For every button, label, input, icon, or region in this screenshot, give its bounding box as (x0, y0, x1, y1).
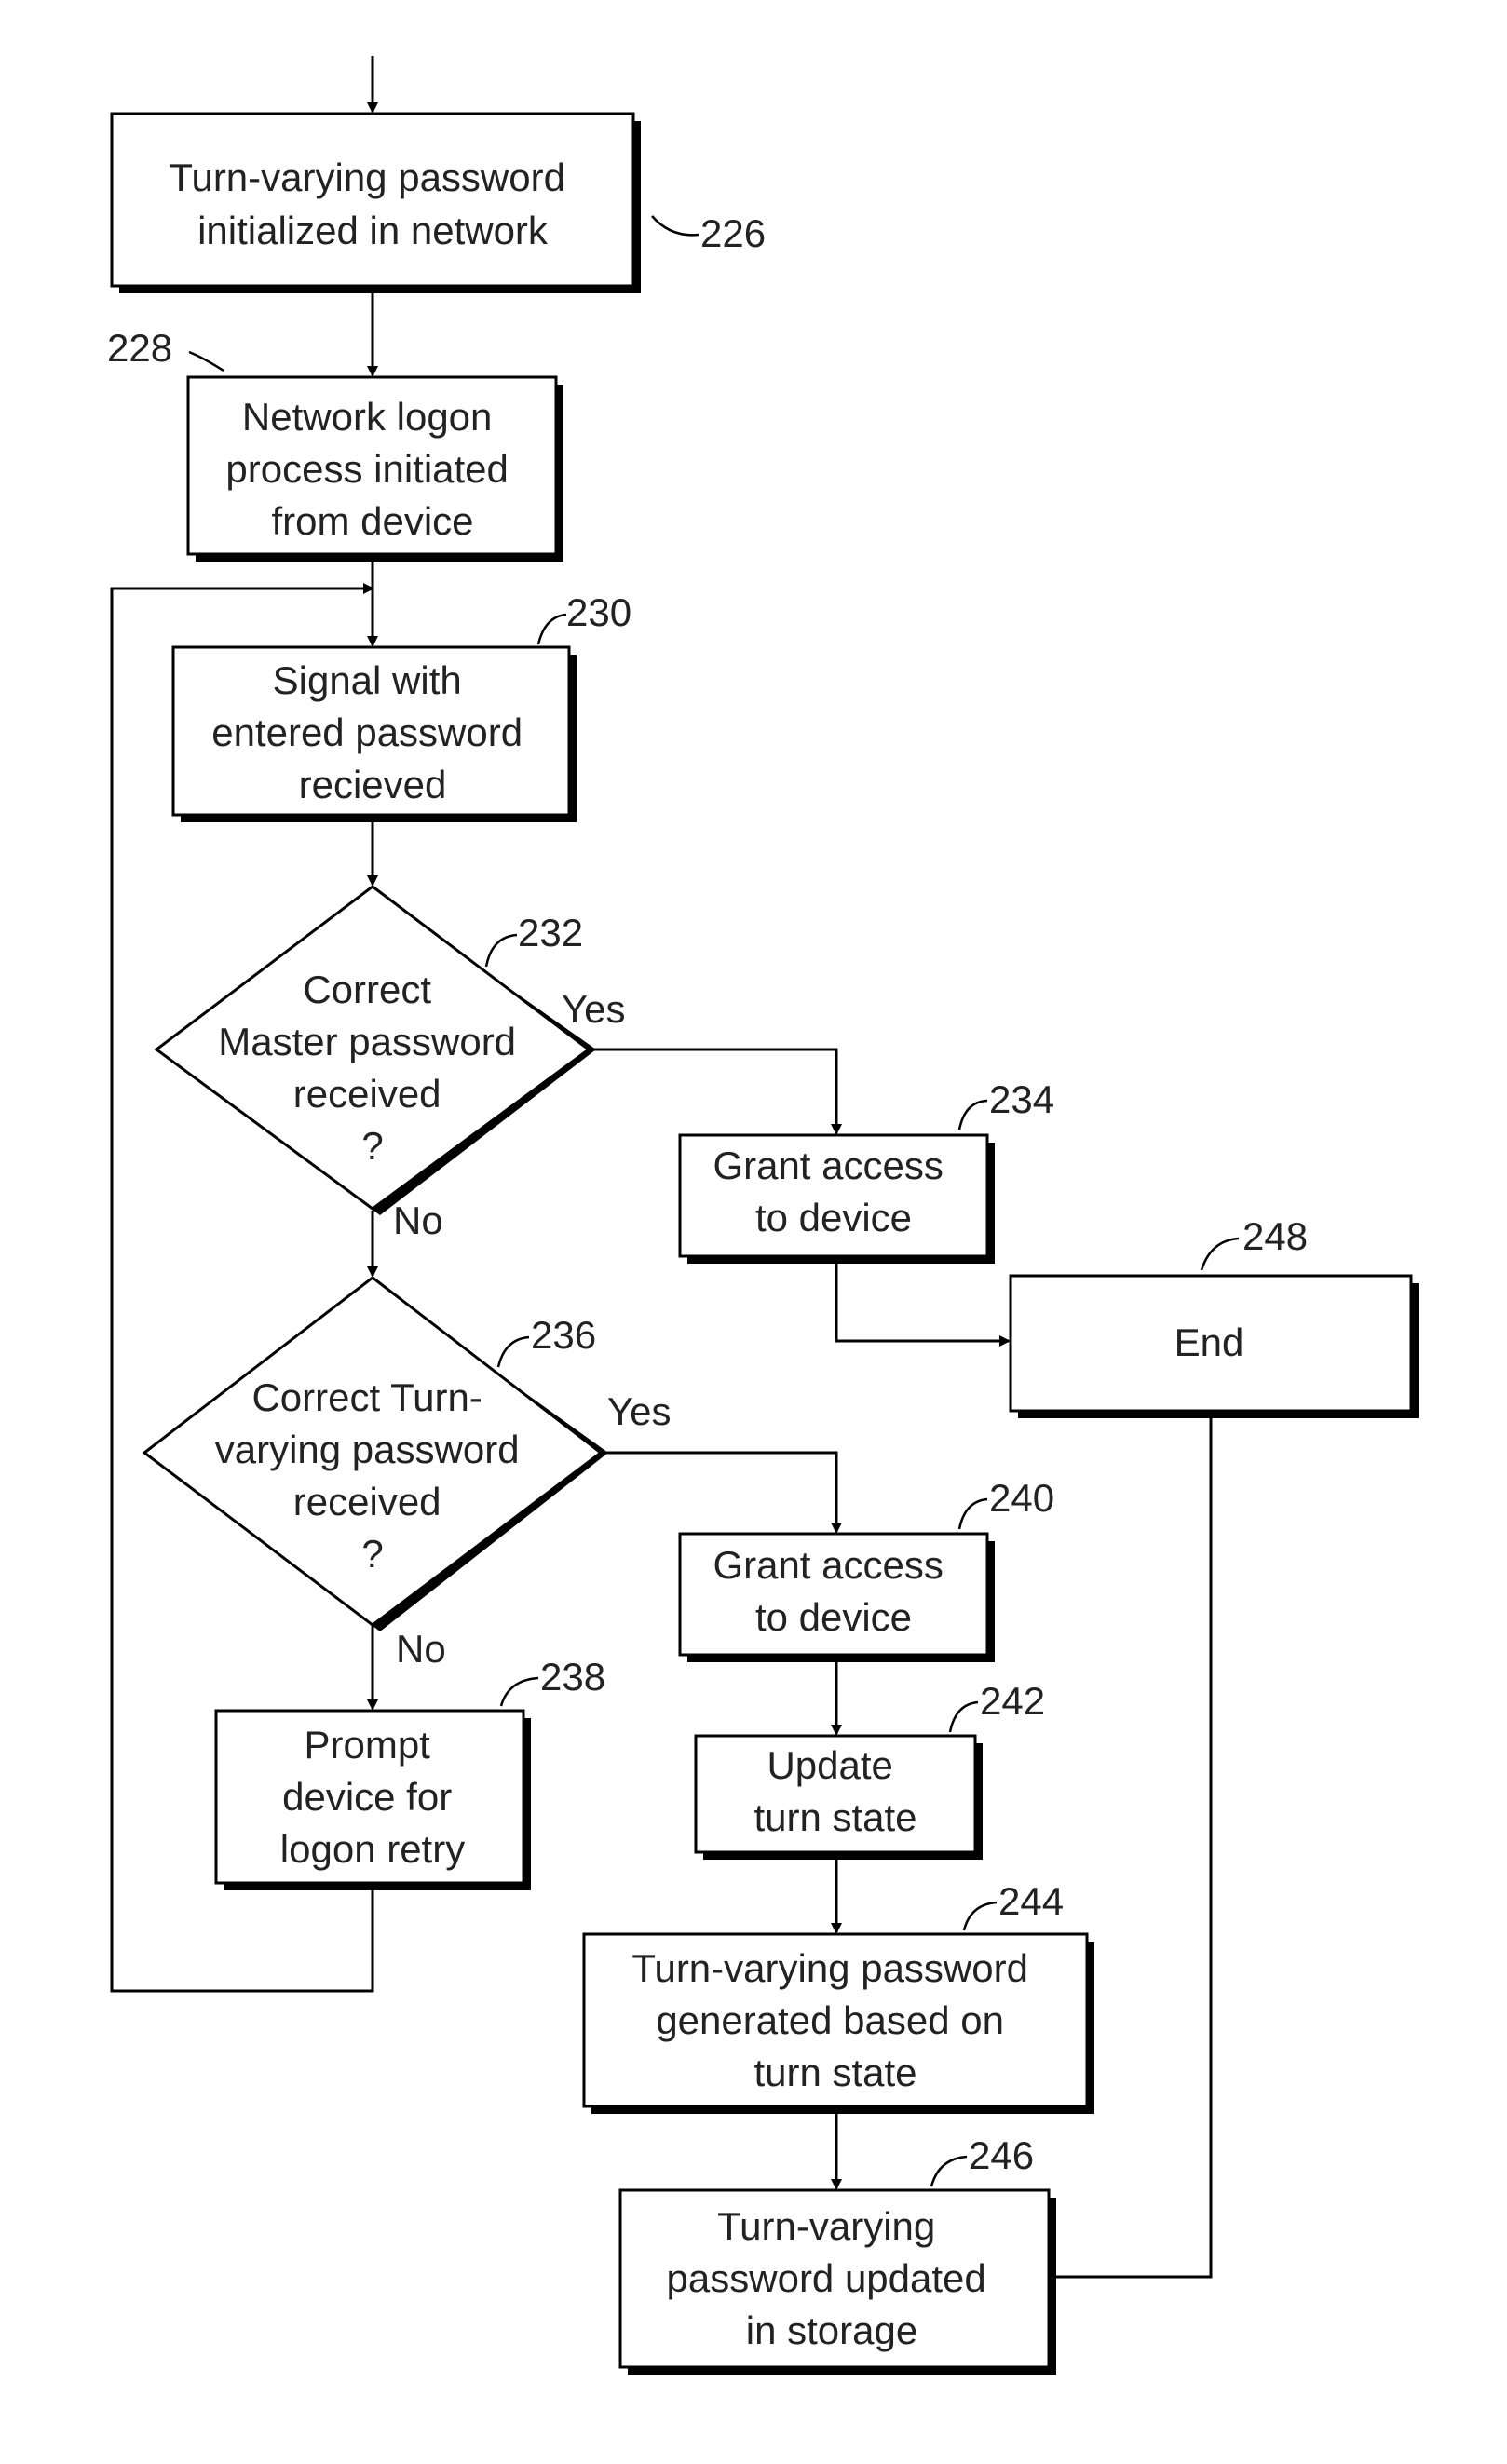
node-248-end: End (1011, 1276, 1419, 1418)
node-238-text: Prompt device for logon retry (280, 1723, 465, 1871)
ref-242: 242 (980, 1679, 1045, 1723)
ref-242-leader (950, 1702, 978, 1732)
ref-230: 230 (566, 590, 631, 634)
node-248-text: End (1174, 1320, 1244, 1364)
node-230-signal-received: Signal with entered password recieved (173, 647, 577, 822)
arrow-246-248 (1048, 1408, 1211, 2277)
ref-234-leader (959, 1101, 987, 1130)
node-246-password-updated: Turn-varying password updated in storage (620, 2190, 1056, 2375)
ref-248: 248 (1242, 1214, 1308, 1258)
node-244-password-generated: Turn-varying password generated based on… (584, 1934, 1094, 2114)
node-228-logon-initiated: Network logon process initiated from dev… (188, 377, 563, 562)
ref-228: 228 (107, 326, 172, 370)
ref-226: 226 (700, 211, 766, 255)
ref-228-leader (189, 352, 224, 371)
ref-230-leader (538, 615, 566, 644)
ref-236: 236 (531, 1313, 596, 1357)
ref-246-leader (931, 2157, 967, 2186)
ref-232-leader (486, 935, 517, 967)
label-236-no: No (396, 1627, 446, 1671)
ref-234: 234 (989, 1077, 1054, 1121)
arrow-232-yes-234 (592, 1049, 836, 1133)
ref-246: 246 (969, 2133, 1034, 2177)
ref-238-leader (501, 1678, 538, 1706)
node-242-update-turn-state: Update turn state (696, 1736, 983, 1860)
node-238-prompt-retry: Prompt device for logon retry (216, 1711, 531, 1890)
label-232-no: No (393, 1198, 443, 1242)
ref-238: 238 (540, 1655, 605, 1699)
ref-248-leader (1202, 1239, 1239, 1270)
node-234-grant-access: Grant access to device (680, 1135, 995, 1264)
ref-244: 244 (998, 1879, 1064, 1923)
arrow-234-248 (836, 1262, 1009, 1341)
ref-240: 240 (989, 1476, 1054, 1520)
ref-232: 232 (518, 911, 583, 954)
label-232-yes: Yes (562, 987, 626, 1031)
node-240-grant-access: Grant access to device (680, 1534, 995, 1662)
label-236-yes: Yes (607, 1389, 672, 1433)
ref-240-leader (959, 1499, 987, 1529)
arrow-236-yes-240 (605, 1453, 836, 1532)
node-226-init-password: Turn-varying password initialized in net… (112, 114, 641, 293)
ref-236-leader (498, 1337, 529, 1367)
ref-226-leader (652, 216, 699, 235)
ref-244-leader (964, 1902, 997, 1930)
